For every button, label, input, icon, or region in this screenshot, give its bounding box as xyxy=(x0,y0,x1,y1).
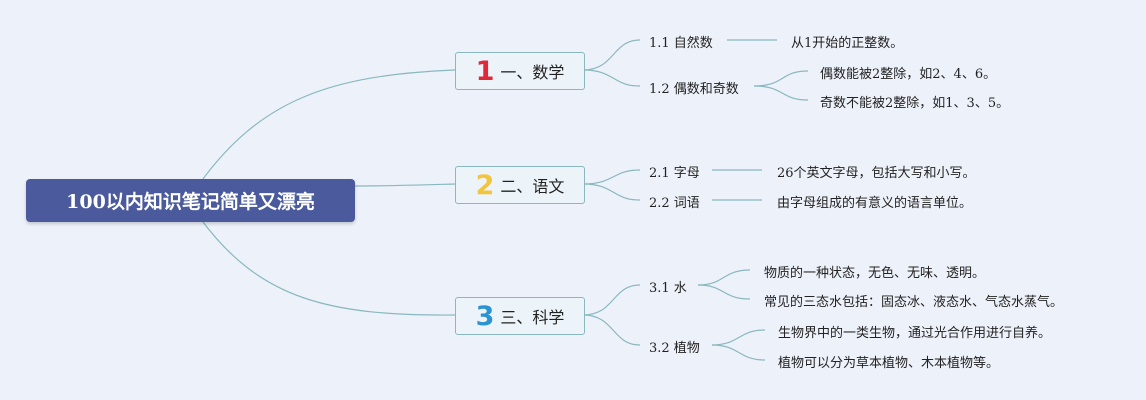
connector-root-branch-1 xyxy=(199,69,456,184)
connector-branch-2-sub-2 xyxy=(582,183,641,201)
leaf-note[interactable]: 生物界中的一类生物，通过光合作用进行自养。 xyxy=(778,326,1052,341)
connector-branch-1-sub-1 xyxy=(582,39,641,71)
leaf-note[interactable]: 26个英文字母，包括大写和小写。 xyxy=(777,166,976,181)
branch-number-badge: 2 xyxy=(475,169,495,201)
connector-sub-1-2-leaf-2 xyxy=(753,85,809,101)
connector-sub-3-2-leaf-2 xyxy=(711,344,766,361)
branch-label: 二、语文 xyxy=(500,177,565,196)
connector-branch-1-sub-2 xyxy=(582,69,641,87)
leaf-note[interactable]: 由字母组成的有意义的语言单位。 xyxy=(777,196,973,211)
subtopic-words[interactable]: 2.2 词语 xyxy=(649,196,700,211)
branch-label: 三、科学 xyxy=(500,308,565,327)
connector-branch-2-sub-1 xyxy=(582,169,641,185)
connector-sub-3-1-leaf-2 xyxy=(697,284,751,300)
branch-number-badge: 1 xyxy=(475,55,495,87)
connector-sub-3-1-leaf-1 xyxy=(697,269,751,286)
connector-branch-3-sub-2 xyxy=(582,314,641,346)
subtopic-even-odd[interactable]: 1.2 偶数和奇数 xyxy=(649,82,739,97)
connector-branch-3-sub-1 xyxy=(582,284,641,316)
branch-topic-chinese[interactable]: 2 二、语文 xyxy=(455,166,585,204)
leaf-note[interactable]: 植物可以分为草本植物、木本植物等。 xyxy=(778,356,1000,371)
leaf-note[interactable]: 奇数不能被2整除，如1、3、5。 xyxy=(820,96,1010,111)
branch-topic-science[interactable]: 3 三、科学 xyxy=(455,297,585,335)
leaf-note[interactable]: 物质的一种状态，无色、无味、透明。 xyxy=(764,266,986,281)
connector-sub-3-2-leaf-1 xyxy=(711,329,766,346)
subtopic-water[interactable]: 3.1 水 xyxy=(649,281,687,296)
leaf-note[interactable]: 偶数能被2整除，如2、4、6。 xyxy=(820,67,997,82)
leaf-note[interactable]: 常见的三态水包括：固态冰、液态水、气态水蒸气。 xyxy=(764,295,1064,310)
connector-root-branch-3 xyxy=(199,217,456,316)
branch-topic-math[interactable]: 1 一、数学 xyxy=(455,52,585,90)
subtopic-letters[interactable]: 2.1 字母 xyxy=(649,166,700,181)
connector-root-branch-2 xyxy=(354,183,456,187)
branch-number-badge: 3 xyxy=(475,300,495,332)
subtopic-natural-numbers[interactable]: 1.1 自然数 xyxy=(649,36,713,51)
branch-label: 一、数学 xyxy=(500,63,565,82)
leaf-note[interactable]: 从1开始的正整数。 xyxy=(791,36,904,51)
root-topic[interactable]: 100以内知识笔记简单又漂亮 xyxy=(26,179,355,222)
connector-sub-1-2-leaf-1 xyxy=(753,70,809,87)
root-topic-label: 100以内知识笔记简单又漂亮 xyxy=(66,191,315,213)
subtopic-plants[interactable]: 3.2 植物 xyxy=(649,341,700,356)
